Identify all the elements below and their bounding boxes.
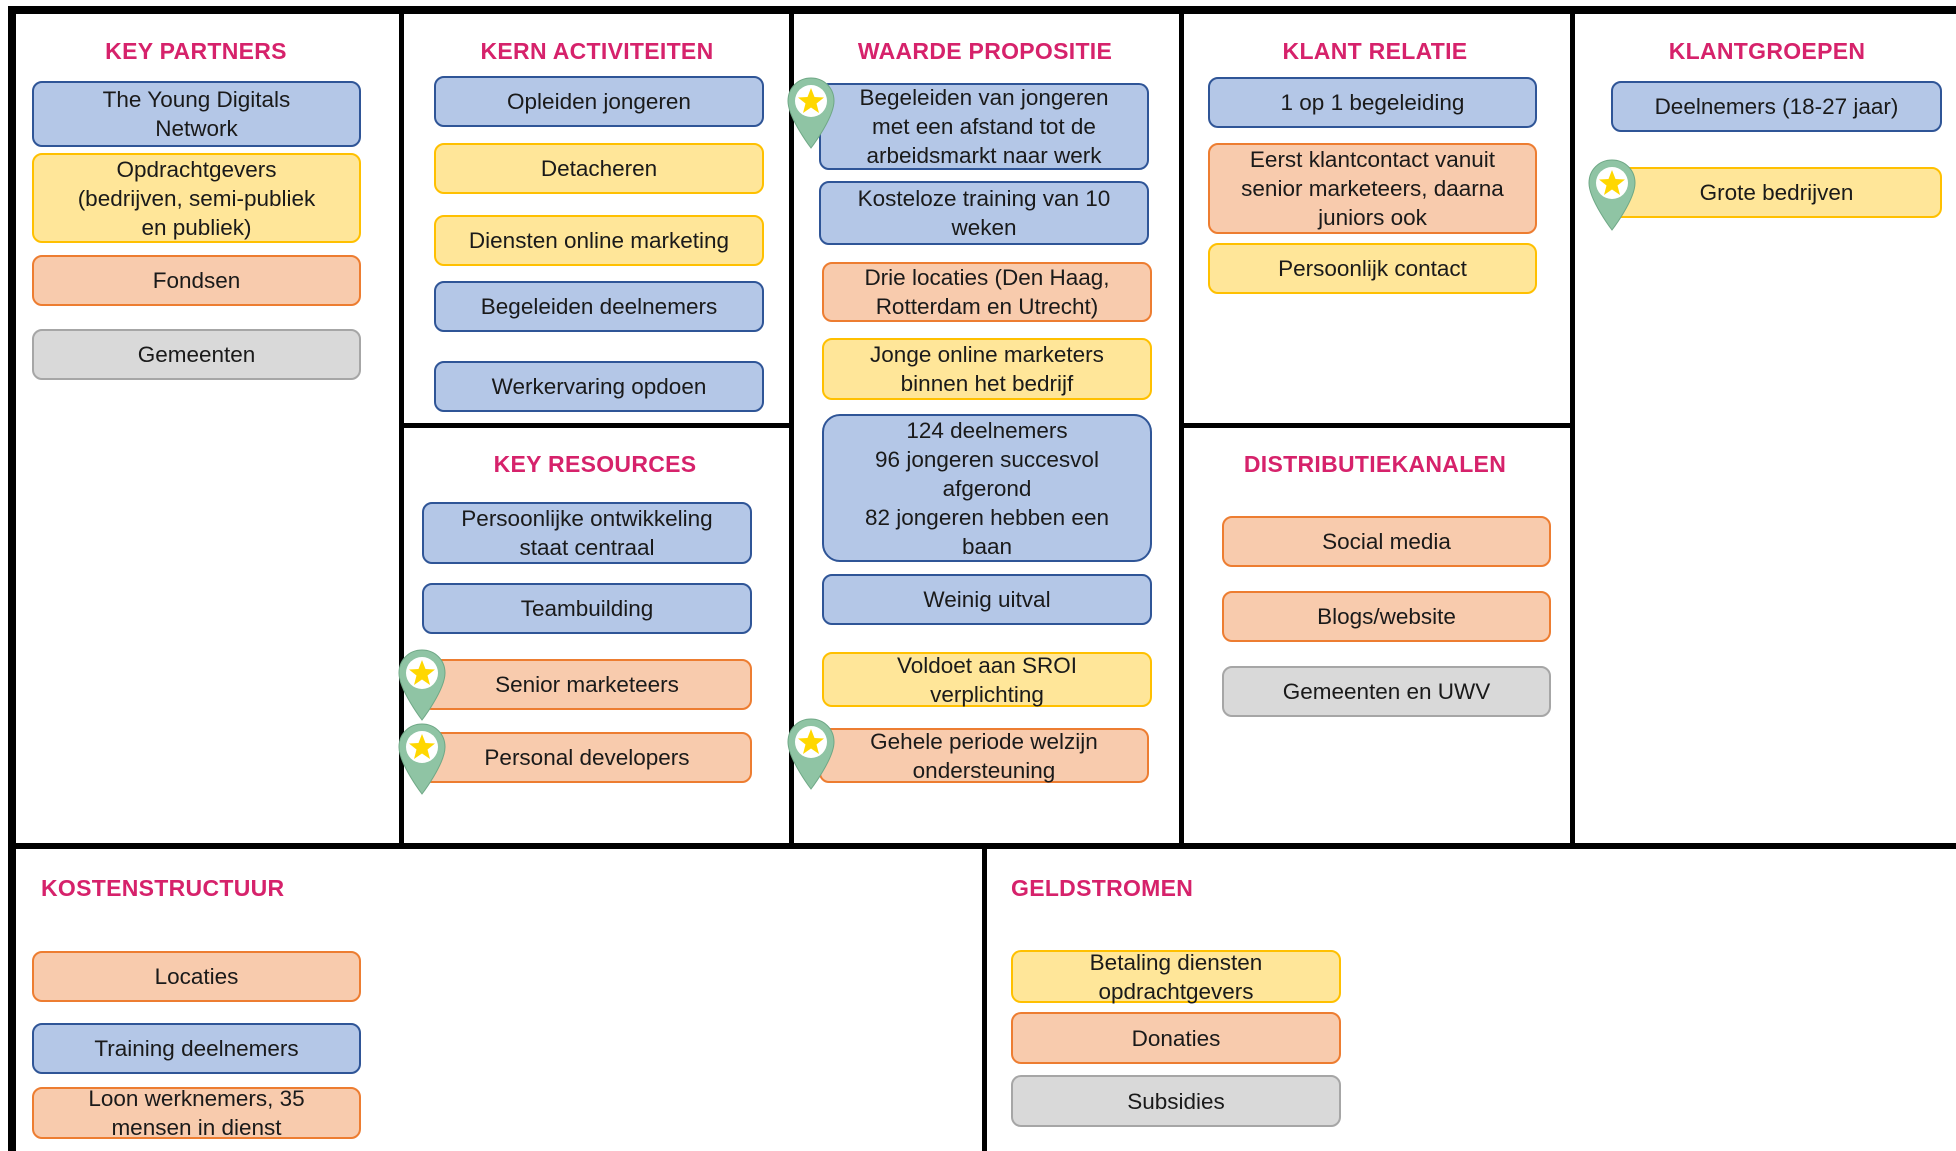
divider-h-right (1181, 423, 1572, 428)
card-text: Detacheren (540, 156, 658, 181)
card-text: Locaties (154, 964, 239, 989)
card-text: Deelnemers (18-27 jaar) (1654, 94, 1899, 119)
card-text: 1 op 1 begeleiding (1280, 90, 1465, 115)
card-kostenstructuur-0: Locaties (32, 951, 361, 1002)
card-text: Drie locaties (Den Haag, Rotterdam en Ut… (864, 265, 1110, 319)
card-distributiekanalen-1: Blogs/website (1222, 591, 1551, 642)
card-text: Gemeenten (137, 342, 256, 367)
card-waarde-propositie-0: Begeleiden van jongeren met een afstand … (819, 83, 1149, 170)
card-text: Loon werknemers, 35 mensen in dienst (88, 1086, 305, 1140)
card-klant-relatie-2: Persoonlijk contact (1208, 243, 1537, 294)
card-waarde-propositie-4: 124 deelnemers 96 jongeren succesvol afg… (822, 414, 1152, 562)
card-text: 124 deelnemers 96 jongeren succesvol afg… (865, 417, 1109, 559)
card-klantgroepen-1: Grote bedrijven (1611, 167, 1942, 218)
card-text: Begeleiden deelnemers (480, 294, 718, 319)
card-text: Kosteloze training van 10 weken (857, 186, 1111, 240)
divider-v2 (789, 6, 794, 846)
card-text: Gemeenten en UWV (1282, 679, 1491, 704)
card-kern-activiteiten-2: Diensten online marketing (434, 215, 764, 266)
card-waarde-propositie-6: Voldoet aan SROI verplichting (822, 652, 1152, 707)
card-key-resources-2: Senior marketeers (422, 659, 752, 710)
card-kern-activiteiten-1: Detacheren (434, 143, 764, 194)
star-pin-icon (1587, 158, 1637, 232)
star-pin-icon (397, 722, 447, 796)
star-pin-icon (397, 648, 447, 722)
kern-activiteiten-title: KERN ACTIVITEITEN (480, 38, 714, 64)
card-text: Personal developers (484, 745, 690, 770)
border-top (8, 6, 1956, 14)
card-geldstromen-1: Donaties (1011, 1012, 1341, 1064)
card-text: Teambuilding (520, 596, 654, 621)
card-text: The Young Digitals Network (102, 87, 291, 141)
card-text: Subsidies (1127, 1088, 1225, 1114)
card-key-partners-3: Gemeenten (32, 329, 361, 380)
klantgroepen-title: KLANTGROEPEN (1668, 38, 1866, 64)
card-kostenstructuur-1: Training deelnemers (32, 1023, 361, 1074)
card-text: Blogs/website (1317, 604, 1456, 629)
distributiekanalen-title: DISTRIBUTIEKANALEN (1243, 451, 1507, 477)
card-waarde-propositie-3: Jonge online marketers binnen het bedrij… (822, 338, 1152, 400)
card-text: Jonge online marketers binnen het bedrij… (870, 342, 1104, 396)
card-text: Werkervaring opdoen (491, 374, 707, 399)
divider-v-bottom (982, 846, 987, 1151)
card-text: Donaties (1131, 1025, 1221, 1051)
card-waarde-propositie-1: Kosteloze training van 10 weken (819, 181, 1149, 245)
border-left (8, 6, 16, 1151)
card-text: Fondsen (152, 268, 241, 293)
card-kern-activiteiten-0: Opleiden jongeren (434, 76, 764, 127)
divider-v4 (1570, 6, 1575, 846)
card-klant-relatie-1: Eerst klantcontact vanuit senior markete… (1208, 143, 1537, 234)
card-text: Persoonlijke ontwikkeling staat centraal (461, 506, 713, 560)
key-partners-title: KEY PARTNERS (105, 38, 287, 64)
card-text: Voldoet aan SROI verplichting (896, 652, 1078, 707)
card-distributiekanalen-2: Gemeenten en UWV (1222, 666, 1551, 717)
key-resources-title: KEY RESOURCES (493, 451, 697, 477)
card-text: Diensten online marketing (468, 228, 730, 253)
card-key-resources-3: Personal developers (422, 732, 752, 783)
star-pin-icon (786, 717, 836, 791)
card-key-partners-2: Fondsen (32, 255, 361, 306)
card-text: Eerst klantcontact vanuit senior markete… (1241, 147, 1504, 230)
card-text: Social media (1322, 529, 1451, 554)
card-key-partners-0: The Young Digitals Network (32, 81, 361, 147)
card-key-partners-1: Opdrachtgevers (bedrijven, semi-publiek … (32, 153, 361, 243)
divider-h-left (401, 423, 791, 428)
card-text: Gehele periode welzijn ondersteuning (870, 728, 1098, 783)
card-key-resources-0: Persoonlijke ontwikkeling staat centraal (422, 502, 752, 564)
card-kern-activiteiten-4: Werkervaring opdoen (434, 361, 764, 412)
card-waarde-propositie-2: Drie locaties (Den Haag, Rotterdam en Ut… (822, 262, 1152, 322)
card-geldstromen-0: Betaling diensten opdrachtgevers (1011, 949, 1341, 1004)
klant-relatie-title: KLANT RELATIE (1282, 38, 1468, 64)
card-text: Weinig uitval (923, 587, 1051, 612)
card-text: Opdrachtgevers (bedrijven, semi-publiek … (77, 156, 316, 240)
card-text: Opleiden jongeren (507, 89, 691, 114)
card-klant-relatie-0: 1 op 1 begeleiding (1208, 77, 1537, 128)
geldstromen-title: GELDSTROMEN (1011, 875, 1194, 901)
waarde-propositie-title: WAARDE PROPOSITIE (857, 38, 1113, 64)
card-kostenstructuur-2: Loon werknemers, 35 mensen in dienst (32, 1086, 361, 1140)
card-waarde-propositie-7: Gehele periode welzijn ondersteuning (819, 728, 1149, 783)
card-klantgroepen-0: Deelnemers (18-27 jaar) (1611, 81, 1942, 132)
card-waarde-propositie-5: Weinig uitval (822, 574, 1152, 625)
card-text: Betaling diensten opdrachtgevers (1089, 949, 1263, 1004)
card-distributiekanalen-0: Social media (1222, 516, 1551, 567)
card-text: Persoonlijk contact (1278, 256, 1467, 281)
card-geldstromen-2: Subsidies (1011, 1075, 1341, 1127)
star-pin-icon (786, 76, 836, 150)
card-text: Begeleiden van jongeren met een afstand … (859, 85, 1109, 168)
card-text: Grote bedrijven (1699, 180, 1854, 205)
card-text: Training deelnemers (94, 1036, 299, 1061)
card-key-resources-1: Teambuilding (422, 583, 752, 634)
card-text: Senior marketeers (495, 672, 679, 697)
card-kern-activiteiten-3: Begeleiden deelnemers (434, 281, 764, 332)
kostenstructuur-title: KOSTENSTRUCTUUR (41, 875, 285, 901)
